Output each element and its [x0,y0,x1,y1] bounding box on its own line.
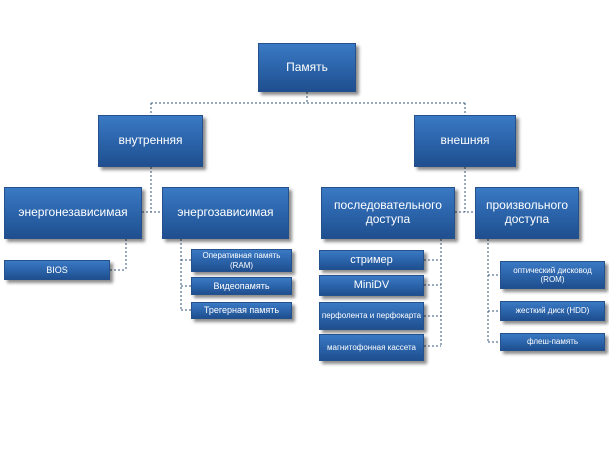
node-ram: Оперативная память (RAM) [191,249,292,272]
node-video: Видеопамять [191,277,292,295]
node-trigger: Трегерная память [191,302,292,319]
node-punch: перфолента и перфокарта [319,302,424,330]
node-minidv: MiniDV [319,275,424,296]
node-volatile: энергозависимая [162,187,289,239]
node-optical: оптический дисковод (ROM) [500,261,605,289]
node-external: внешняя [414,115,516,167]
node-hdd: жесткий диск (HDD) [500,301,605,321]
node-flash: флеш-память [500,333,605,351]
node-tape: магнитофонная кассета [319,334,424,361]
node-sequential: последовательного доступа [321,187,455,239]
node-streamer: стример [319,250,424,270]
node-nonvolatile: энергонезависимая [4,187,142,239]
node-memory: Память [258,43,356,92]
node-random: произвольного доступа [475,187,579,239]
node-internal: внутренняя [98,115,203,167]
node-bios: BIOS [4,260,110,280]
